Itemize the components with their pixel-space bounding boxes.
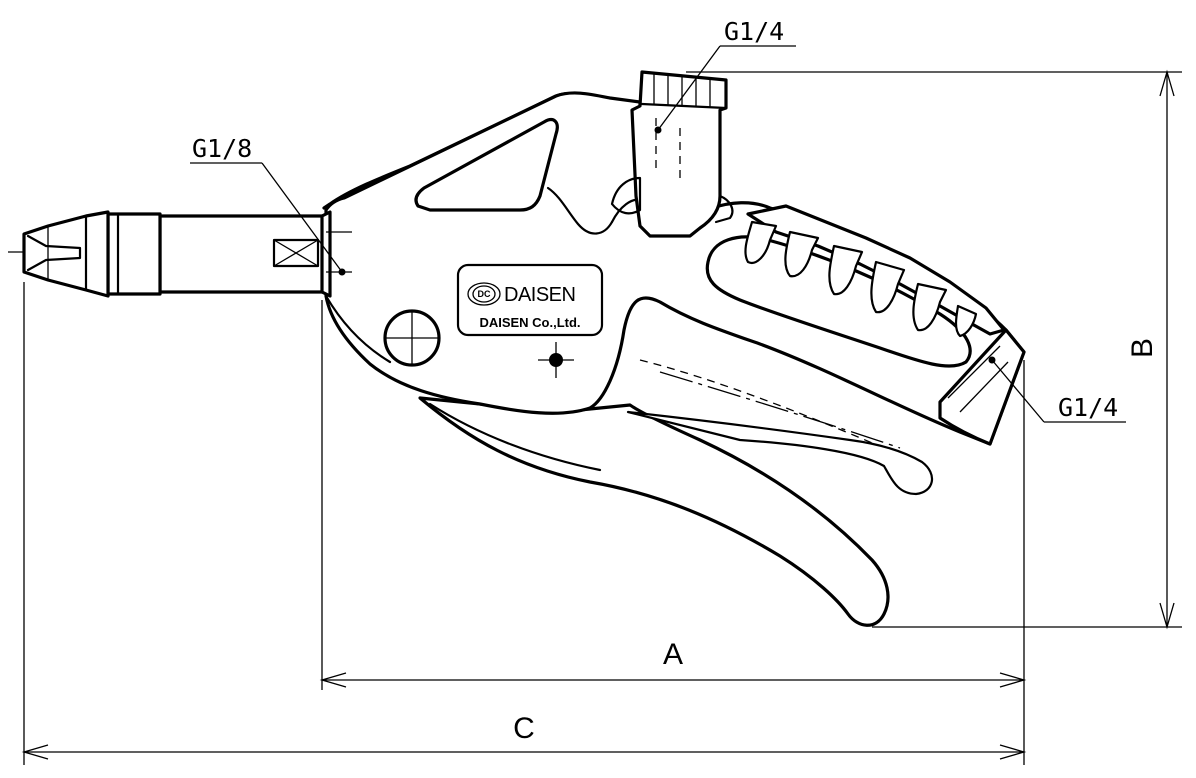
trigger-lever [418,396,890,627]
trigger-alt-position [626,359,933,496]
dimension-lines: A C B [21,69,1182,765]
port-callouts: G1/8 G1/4 G1/4 [190,17,1126,423]
dimension-b-label: B [1126,338,1159,358]
label-top-port: G1/4 [724,17,784,46]
nozzle-assembly [22,210,352,298]
dimension-c-label: C [513,712,535,745]
screw-mark [538,342,574,378]
trigger-pivot [383,309,441,367]
dimension-a-label: A [663,638,683,671]
label-nozzle-port: G1/8 [192,134,252,163]
logo-company: DAISEN Co.,Ltd. [479,315,580,330]
daisen-logo: DC DAISEN DAISEN Co.,Ltd. [456,263,604,337]
label-rear-port: G1/4 [1058,393,1118,422]
dimension-b: B [1126,69,1175,630]
gun-body [322,91,1026,446]
logo-mark: DC [478,289,491,299]
grip [705,204,1026,446]
logo-brand: DAISEN [504,284,575,306]
top-connector [610,70,734,238]
dimension-a: A [319,638,1027,688]
dimension-c: C [21,712,1027,760]
